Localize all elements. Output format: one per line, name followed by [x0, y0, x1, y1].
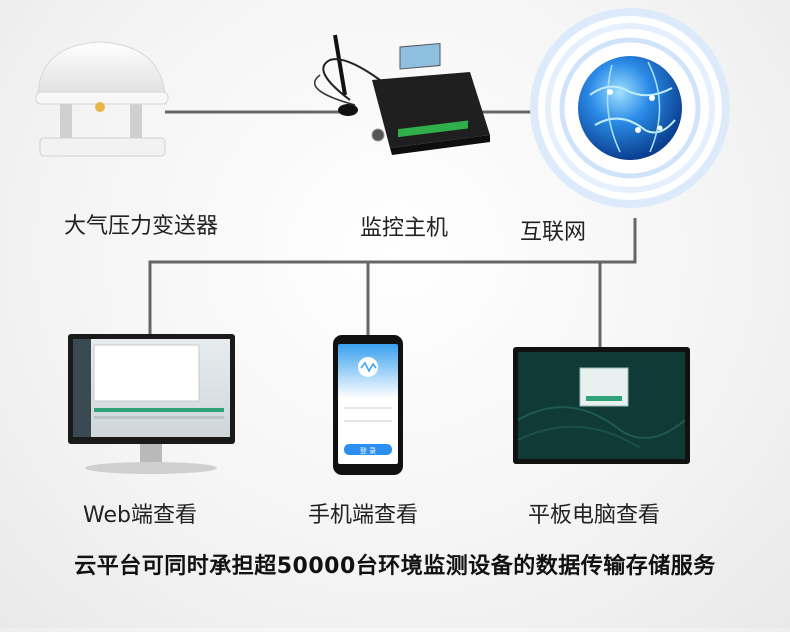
mobile-phone-device: 登 录: [333, 335, 403, 475]
mobile-view-label: 手机端查看: [308, 503, 419, 528]
pressure-sensor-device: [35, 41, 169, 157]
line-internet-down: [148, 218, 637, 335]
host-label: 监控主机: [360, 216, 449, 241]
web-monitor-device: [68, 334, 235, 474]
connection-lines: [148, 110, 637, 348]
web-view-label: Web端查看: [83, 503, 197, 528]
mobile-login-button-label: 登 录: [360, 446, 376, 455]
internet-label: 互联网: [520, 220, 587, 245]
sensor-label: 大气压力变送器: [64, 214, 219, 239]
internet-globe: [530, 8, 730, 208]
tablet-view-label: 平板电脑查看: [528, 503, 661, 528]
monitoring-host-device: [314, 34, 490, 155]
tablet-device: [513, 347, 690, 464]
cloud-capacity-banner: 云平台可同时承担超50000台环境监测设备的数据传输存储服务: [74, 554, 716, 579]
